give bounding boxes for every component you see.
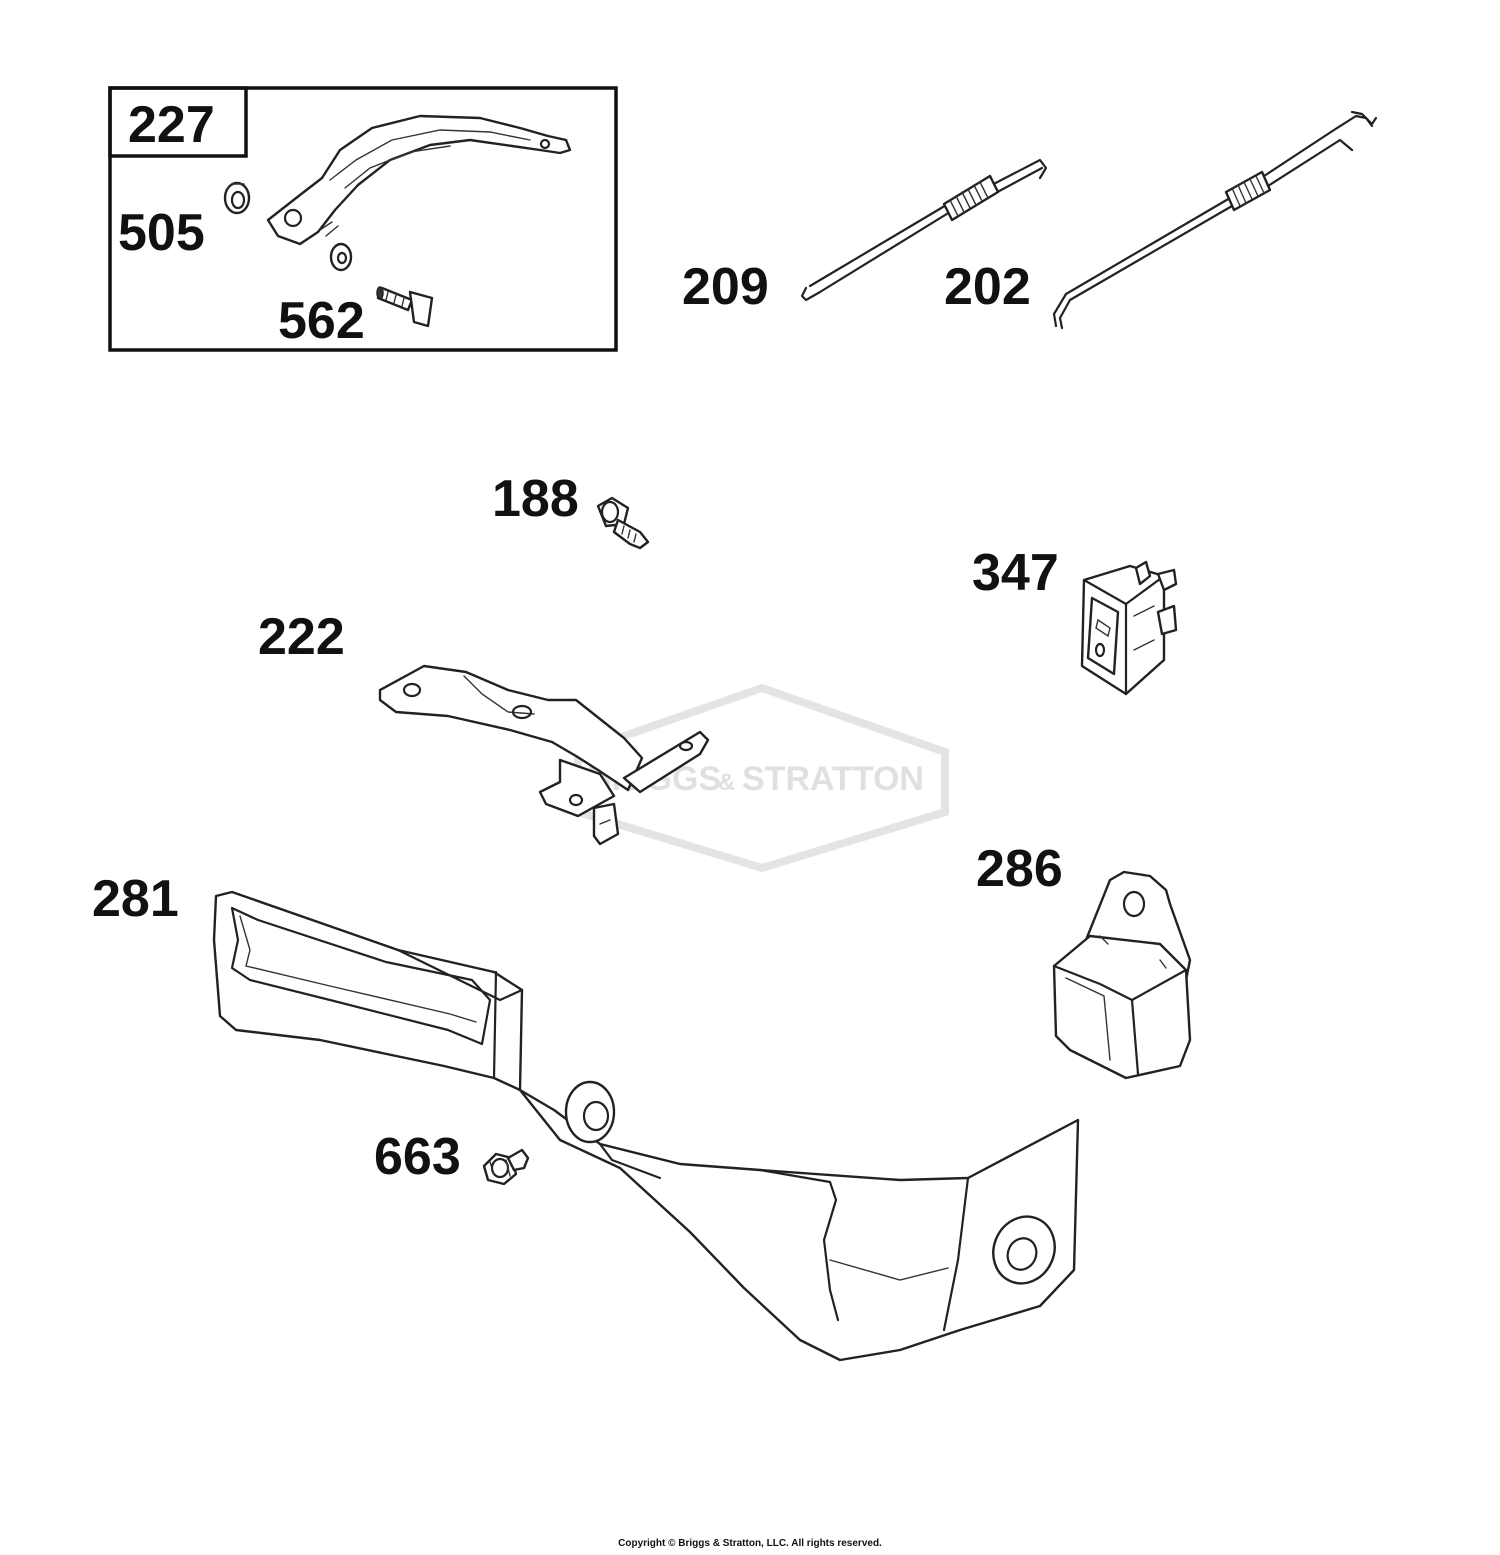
part-label-281: 281 [92, 870, 179, 928]
part-label-209: 209 [682, 258, 769, 316]
part-label-663: 663 [374, 1128, 461, 1186]
part-188-screw[interactable] [596, 496, 650, 550]
part-202-spring-rod[interactable] [1052, 110, 1378, 330]
watermark-text-right: STRATTON [742, 760, 924, 798]
part-281-handle-cover[interactable] [212, 890, 1080, 1362]
inset-box-227 [108, 86, 618, 352]
part-286-mount-cap[interactable] [1052, 870, 1192, 1080]
part-227-lever-arm[interactable] [266, 114, 572, 246]
part-209-spring-link[interactable] [800, 158, 1048, 302]
watermark-text-amp: & [718, 769, 735, 796]
copyright-notice: Copyright © Briggs & Stratton, LLC. All … [618, 1538, 882, 1549]
part-562-bolt[interactable] [376, 286, 434, 328]
part-663-flange-bolt[interactable] [482, 1148, 530, 1186]
part-347-rocker-switch[interactable] [1080, 560, 1178, 696]
part-label-227: 227 [128, 96, 215, 154]
part-label-202: 202 [944, 258, 1031, 316]
part-label-562: 562 [278, 292, 365, 350]
part-label-188: 188 [492, 470, 579, 528]
part-label-505: 505 [118, 204, 205, 262]
part-label-222: 222 [258, 608, 345, 666]
part-505-nut[interactable] [223, 181, 251, 215]
part-562-washer[interactable] [329, 242, 353, 272]
part-label-286: 286 [976, 840, 1063, 898]
part-222-bracket[interactable] [378, 664, 710, 846]
part-label-347: 347 [972, 544, 1059, 602]
